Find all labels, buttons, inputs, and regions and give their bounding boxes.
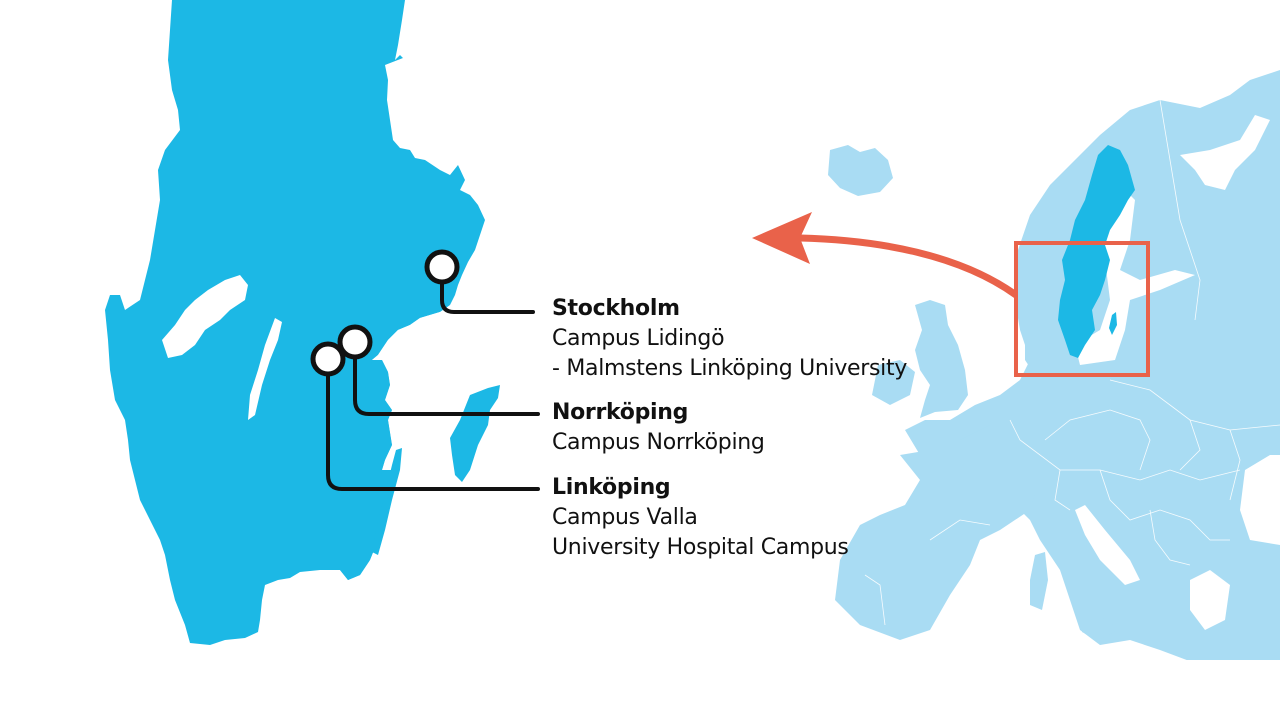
location-linkoping: Linköping Campus Valla University Hospit… <box>552 473 849 563</box>
adriatic-sea <box>1075 505 1140 585</box>
aegean-sea <box>1190 570 1230 630</box>
inset-box <box>1014 241 1150 377</box>
circle-marker-icon[interactable] <box>310 341 346 377</box>
city-name: Norrköping <box>552 400 689 425</box>
baltic-coast-sea <box>300 300 560 720</box>
lake-vattern <box>248 318 282 420</box>
country-borders <box>864 99 1280 626</box>
campus-name: Campus Lidingö <box>552 326 725 351</box>
circle-marker-icon[interactable] <box>337 324 373 360</box>
leader-line-stockholm <box>440 280 535 314</box>
leader-line-linkoping <box>326 373 540 491</box>
mediterranean-sea <box>960 530 1280 720</box>
lake-vanern <box>162 275 248 358</box>
campus-name: Campus Valla <box>552 505 698 530</box>
location-norrkoping: Norrköping Campus Norrköping <box>552 398 765 458</box>
leader-lines <box>326 280 540 491</box>
sweden-overview-highlight <box>1058 145 1135 358</box>
great-britain-shape <box>915 300 968 418</box>
circle-marker-icon[interactable] <box>424 249 460 285</box>
city-name: Stockholm <box>552 296 680 321</box>
white-sea <box>1180 115 1270 190</box>
italy-shape <box>1040 510 1125 610</box>
campus-name: - Malmstens Linköping University <box>552 356 908 381</box>
curved-arrow-icon <box>752 212 1019 298</box>
sweden-detail-map <box>105 0 485 645</box>
black-sea <box>1240 455 1280 545</box>
western-europe-shape <box>835 420 1040 640</box>
campus-name: Campus Norrköping <box>552 430 765 455</box>
iceland-shape <box>828 145 893 196</box>
gotland-island <box>450 385 500 482</box>
europe-map <box>828 70 1280 665</box>
denmark-shape <box>1025 325 1050 375</box>
city-name: Linköping <box>552 475 671 500</box>
leader-line-norrkoping <box>353 355 540 416</box>
corsica-sardinia-shape <box>1030 552 1048 610</box>
oland-island <box>372 448 402 555</box>
location-stockholm: Stockholm Campus Lidingö - Malmstens Lin… <box>552 294 907 384</box>
sicily-shape <box>1082 618 1115 640</box>
markers <box>310 249 460 377</box>
gotland-overview <box>1109 312 1117 335</box>
scandinavia-russia-shape <box>905 70 1280 665</box>
lakes <box>162 275 282 420</box>
ireland-shape <box>872 360 915 405</box>
campus-name: University Hospital Campus <box>552 535 849 560</box>
